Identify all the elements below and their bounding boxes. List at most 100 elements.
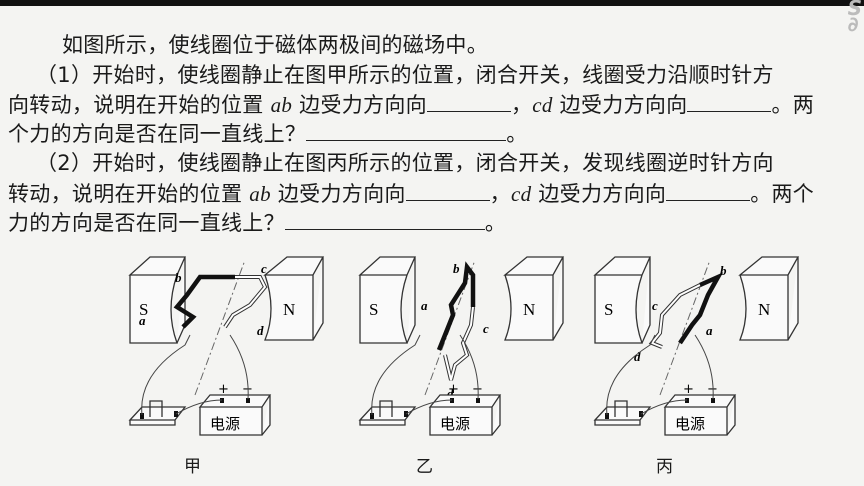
- coil-cd-side: [224, 276, 267, 328]
- text: 边受力方向向: [552, 93, 688, 117]
- pole-s-label: S: [369, 300, 378, 319]
- switch-terminal: [140, 413, 144, 419]
- watermark: S∂: [847, 0, 862, 36]
- q1-line1: （1）开始时，使线圈静止在图甲所示的位置，闭合开关，线圈受力沿顺时针方: [36, 63, 774, 87]
- blank-q2-ab[interactable]: [405, 180, 490, 201]
- blank-q1-cd[interactable]: [687, 91, 772, 112]
- wire-to-coil-d: [229, 334, 249, 400]
- minus-terminal: [711, 398, 715, 403]
- text: 边受力方向向: [292, 93, 427, 117]
- pole-n-label: N: [758, 300, 770, 319]
- intro-text: 如图所示，使线圈位于磁体两极间的磁场中。: [62, 33, 488, 57]
- pole-n-label: N: [523, 300, 535, 319]
- power-supply: [198, 394, 272, 436]
- text: 。: [506, 122, 528, 146]
- coil-label-b: b: [720, 263, 727, 278]
- plus-terminal-label: +: [448, 382, 459, 397]
- wire-to-coil-a: [141, 334, 191, 416]
- coil-cd-outline: [648, 283, 701, 349]
- power-label: 电源: [675, 415, 705, 433]
- switch-lever: [149, 400, 163, 417]
- video-top-bar: [0, 0, 864, 6]
- wire-to-coil-d: [694, 334, 714, 400]
- q2-line3: 力的方向是否在同一直线上？ 。: [8, 209, 506, 236]
- blank-q1-ab[interactable]: [426, 91, 511, 112]
- power-supply: [428, 394, 502, 436]
- coil-cd-side: [444, 306, 474, 381]
- text: 。两个: [750, 182, 815, 206]
- switch-base: [128, 406, 187, 426]
- q1-line3: 个力的方向是否在同一直线上？ 。: [8, 120, 528, 147]
- magnet-s: [128, 256, 187, 344]
- blank-q2-same-line[interactable]: [284, 209, 485, 230]
- var-cd: cd: [510, 182, 532, 206]
- switch-terminal: [370, 413, 374, 419]
- magnet-s: [593, 256, 652, 344]
- pole-s-label: S: [604, 300, 613, 319]
- coil-label-a: a: [421, 298, 428, 313]
- coil-label-d: d: [257, 323, 264, 338]
- text: ，: [510, 93, 533, 117]
- wire-to-coil-a: [371, 334, 421, 416]
- coil-ab-side: [436, 261, 476, 351]
- wire-to-coil-d: [459, 334, 479, 400]
- power-label: 电源: [440, 415, 470, 433]
- pole-s-label: S: [139, 300, 148, 319]
- wire-switch-to-power: [405, 399, 453, 415]
- coil-label-b: b: [175, 270, 182, 285]
- var-cd: cd: [532, 93, 553, 117]
- magnet-s: [358, 256, 417, 344]
- coil-label-a: a: [706, 323, 713, 338]
- var-ab: ab: [270, 93, 293, 117]
- power-label: 电源: [210, 415, 240, 433]
- wire-to-coil-a: [606, 334, 656, 416]
- text: 边受力方向向: [270, 182, 406, 206]
- coil-label-d: d: [634, 349, 641, 364]
- q2-line2: 转动，说明在开始的位置 ab 边受力方向向 ，cd 边受力方向向 。两个: [8, 180, 814, 207]
- coil-label-d: d: [447, 386, 454, 401]
- plus-terminal-label: +: [683, 382, 694, 397]
- q2-line1: （2）开始时，使线圈静止在图丙所示的位置，闭合开关，发现线圈逆时针方向: [36, 151, 774, 175]
- blank-q2-cd[interactable]: [666, 180, 751, 201]
- caption-yi: 乙: [416, 457, 433, 477]
- text: 。两: [771, 93, 815, 117]
- switch-lever: [614, 400, 628, 417]
- coil-ab-side: [678, 272, 724, 345]
- magnet-n: [738, 256, 800, 341]
- plus-terminal-label: +: [218, 382, 229, 397]
- coil-label-c: c: [652, 298, 658, 313]
- text: 边受力方向向: [531, 182, 667, 206]
- minus-terminal: [476, 398, 480, 403]
- text: 向转动，说明在开始的位置: [8, 93, 271, 117]
- coil-label-c: c: [483, 321, 489, 336]
- q1-line2: 向转动，说明在开始的位置 ab 边受力方向向 ，cd 边受力方向向 。两: [8, 91, 814, 118]
- coil-label-c: c: [261, 261, 267, 276]
- rotation-axis: [194, 259, 246, 396]
- minus-terminal-label: −: [707, 382, 718, 397]
- rotation-axis: [659, 259, 711, 396]
- text: ，: [489, 182, 511, 206]
- switch-base: [358, 406, 417, 426]
- magnet-n: [503, 256, 565, 341]
- switch-lever: [379, 400, 393, 417]
- coil-cd-side: [650, 284, 701, 348]
- text: 。: [484, 211, 507, 235]
- blank-q1-same-line[interactable]: [306, 120, 507, 141]
- minus-terminal-label: −: [242, 382, 253, 397]
- magnet-n: [263, 256, 325, 341]
- text: 个力的方向是否在同一直线上？: [8, 122, 307, 146]
- wire-switch-to-power: [640, 399, 688, 415]
- coil-ab-side: [173, 274, 235, 329]
- caption-bing: 丙: [656, 457, 673, 477]
- var-ab: ab: [249, 182, 271, 206]
- switch-base: [593, 406, 652, 426]
- wire-switch-to-power: [175, 399, 223, 415]
- coil-label-a: a: [139, 313, 146, 328]
- minus-terminal: [246, 398, 250, 403]
- text: 转动，说明在开始的位置: [8, 182, 250, 206]
- pole-n-label: N: [283, 300, 295, 319]
- text: 力的方向是否在同一直线上？: [8, 211, 285, 235]
- power-supply: [663, 394, 737, 436]
- minus-terminal-label: −: [472, 382, 483, 397]
